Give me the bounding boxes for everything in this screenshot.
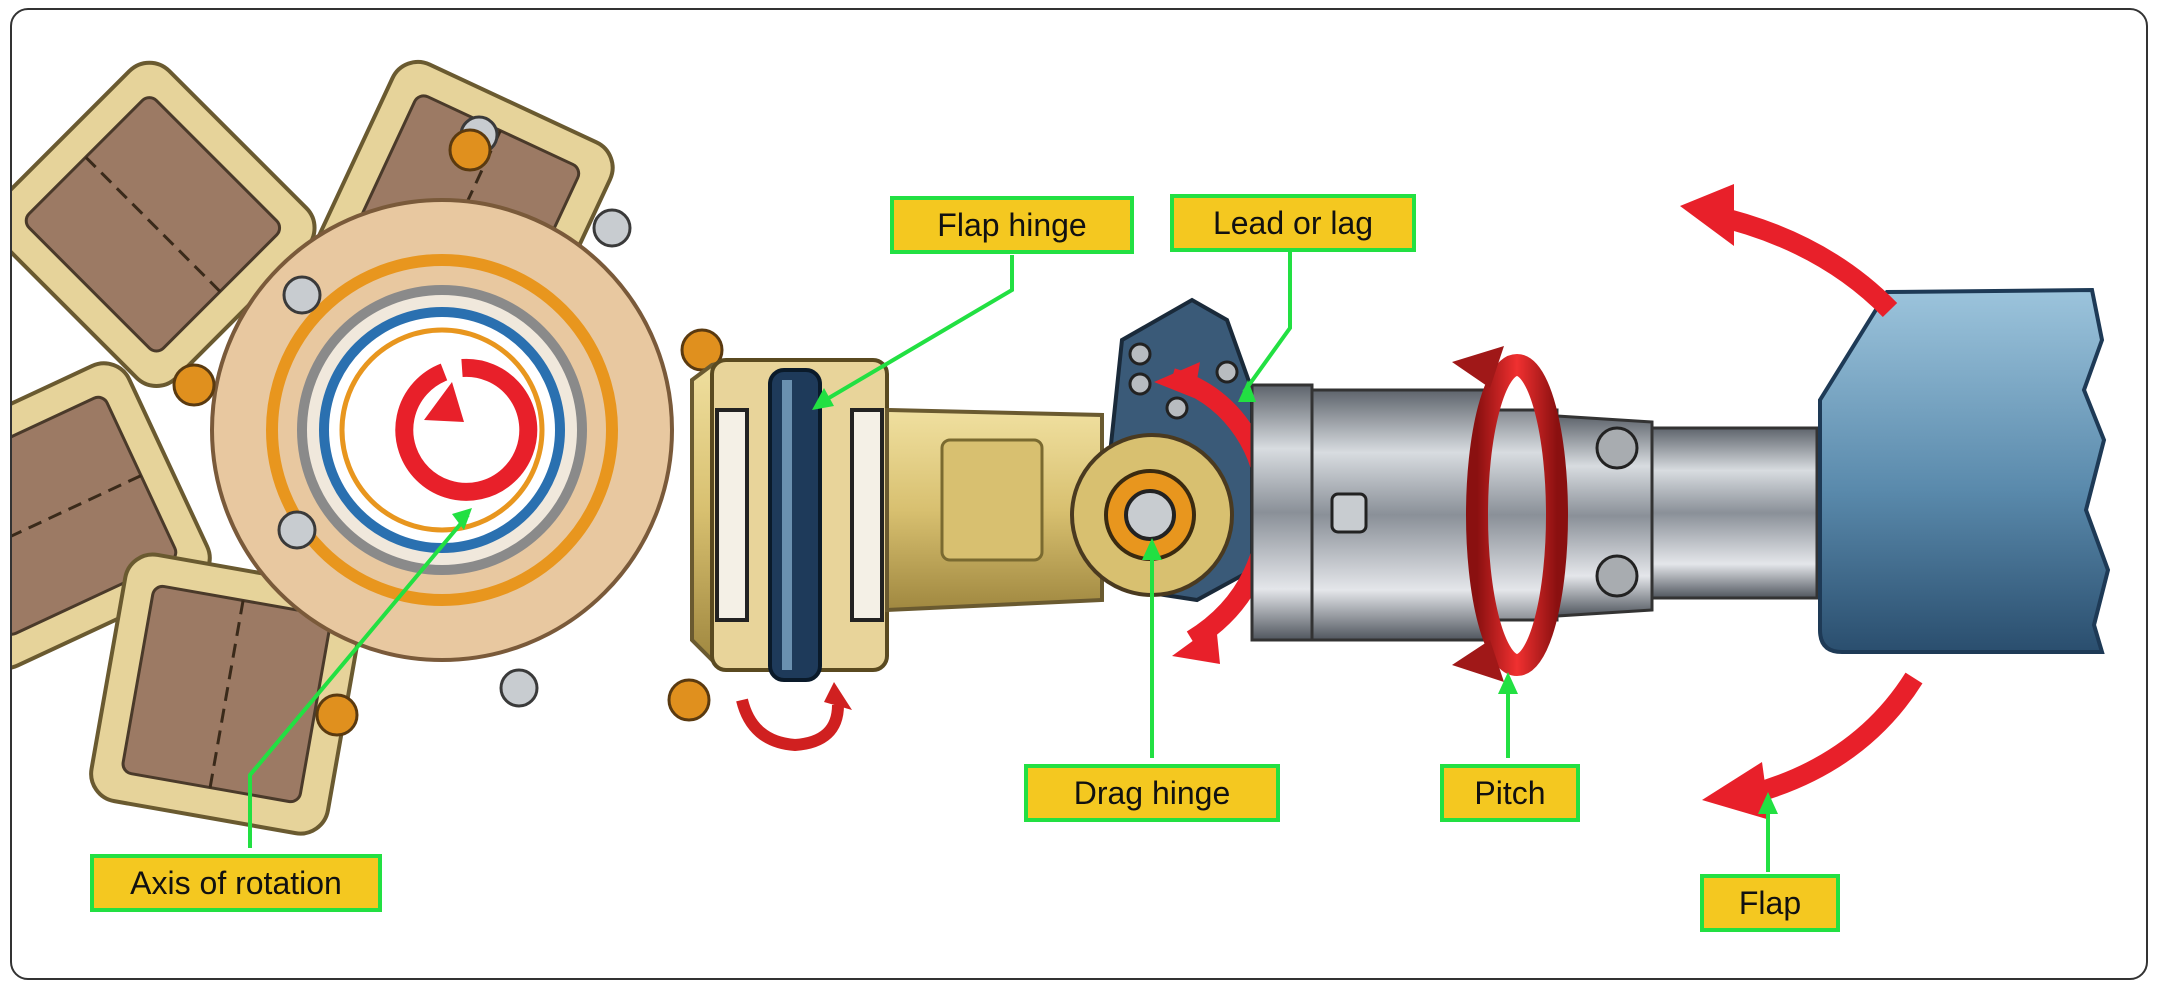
flap-hinge-arrowhead [824,682,852,710]
lead-lag-arrowhead-bottom [1172,624,1220,664]
flap-arrow-up [1709,205,1898,317]
hub-inner-ring [339,327,545,533]
grip-arm-window [940,438,1044,562]
pitch-sleeve-collar [1250,383,1314,642]
diagram-frame: Flap hinge Lead or lag Axis of rotation … [10,8,2148,980]
leader-lead-or-lag [1242,252,1292,394]
flap-arrow-down [1749,672,1923,804]
rotor-blade [1818,287,2111,654]
leader-lines [248,252,1770,872]
drag-hinge-pin [1124,489,1176,541]
callout-axis-of-rotation: Axis of rotation [90,854,382,912]
flap-hinge-pin [768,368,822,682]
callout-drag-hinge: Drag hinge [1024,764,1280,822]
callout-lead-or-lag: Lead or lag [1170,194,1416,252]
hub-orange-fittings [172,128,724,737]
leader-arrowheads [452,380,1778,814]
bracket-bolts [1128,342,1239,420]
rotation-arrow [395,358,538,501]
pitch-arrowhead-bottom [1452,640,1504,682]
flap-hinge-pin-highlight [782,380,792,670]
hub-orange-ring [266,254,618,606]
rotation-arrowhead [424,382,464,422]
leader-axis-of-rotation [248,513,470,848]
rotor-head-illustration [12,59,2111,872]
pitch-sleeve-tail [1650,426,1819,600]
damper-pod-bottom [89,552,365,836]
callout-flap-hinge: Flap hinge [890,196,1134,254]
flap-hinge-left-bearing [715,408,749,622]
flap-hinge-right-bearing [850,408,884,622]
pitch-arrowhead-top [1452,346,1504,388]
flap-arrowhead-up [1680,184,1734,246]
fork-bolts [1595,426,1639,598]
damper-pod-top-left [12,60,317,388]
callout-flap: Flap [1700,874,1840,932]
lead-lag-arrowhead-top [1154,362,1200,398]
pitch-arrow-ring [1466,354,1568,676]
flap-hinge-arrow [736,698,844,752]
flap-arrowhead-down [1702,762,1770,820]
callout-pitch: Pitch [1440,764,1580,822]
leader-flap-hinge [820,255,1014,404]
pitch-sleeve-nut [1330,492,1368,534]
